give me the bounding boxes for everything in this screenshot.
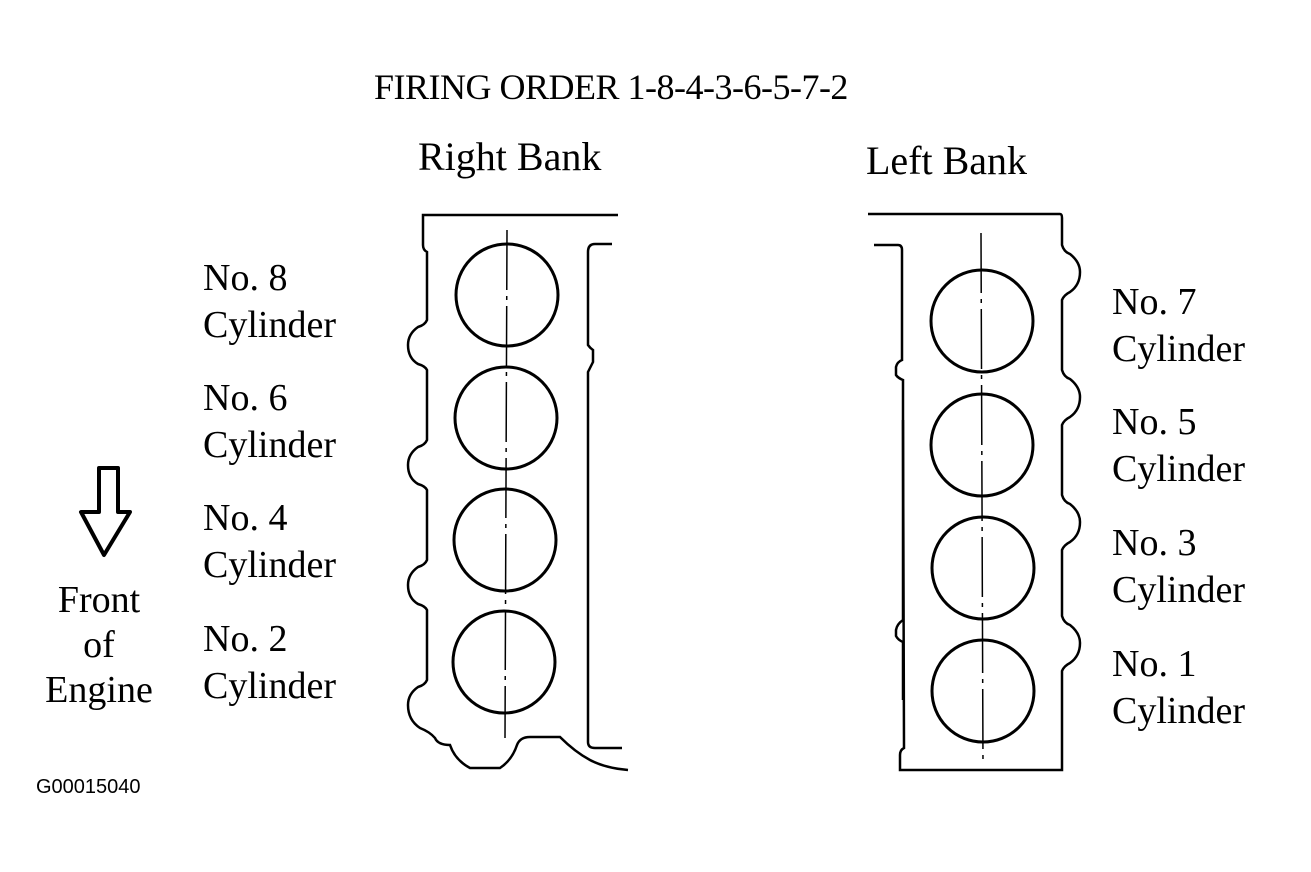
cylinder-number: No. 8: [203, 257, 288, 299]
cylinder-label-4: No. 4 Cylinder: [203, 495, 336, 589]
front-line-1: Front: [57, 579, 141, 621]
cylinder-number: No. 7: [1112, 281, 1197, 323]
cylinder-word: Cylinder: [203, 665, 336, 707]
cylinder-number: No. 2: [203, 618, 288, 660]
front-line-2: of: [83, 624, 115, 666]
down-arrow-icon: [79, 466, 132, 557]
right-bank-head: [406, 213, 629, 772]
cylinder-label-8: No. 8 Cylinder: [203, 255, 336, 349]
cylinder-number: No. 4: [203, 497, 288, 539]
cylinder-label-5: No. 5 Cylinder: [1112, 399, 1245, 493]
left-bank-centerline: [980, 232, 984, 766]
cylinder-label-2: No. 2 Cylinder: [203, 616, 336, 710]
cylinder-word: Cylinder: [1112, 328, 1245, 370]
cylinder-bore-7: [929, 268, 1035, 374]
cylinder-word: Cylinder: [203, 304, 336, 346]
cylinder-word: Cylinder: [1112, 690, 1245, 732]
front-of-engine-label: Front of Engine: [29, 578, 169, 713]
cylinder-label-7: No. 7 Cylinder: [1112, 279, 1245, 373]
firing-order-title: FIRING ORDER 1-8-4-3-6-5-7-2: [374, 67, 848, 107]
cylinder-label-3: No. 3 Cylinder: [1112, 520, 1245, 614]
cylinder-label-1: No. 1 Cylinder: [1112, 641, 1245, 735]
cylinder-word: Cylinder: [1112, 569, 1245, 611]
front-line-3: Engine: [45, 669, 153, 711]
cylinder-bore-2: [451, 609, 557, 715]
cylinder-word: Cylinder: [203, 424, 336, 466]
left-bank-head: [868, 212, 1082, 772]
figure-id: G00015040: [36, 776, 141, 798]
cylinder-number: No. 1: [1112, 643, 1197, 685]
right-bank-centerline: [504, 229, 508, 739]
right-bank-label: Right Bank: [418, 134, 602, 179]
cylinder-label-6: No. 6 Cylinder: [203, 375, 336, 469]
cylinder-number: No. 5: [1112, 401, 1197, 443]
cylinder-word: Cylinder: [1112, 448, 1245, 490]
cylinder-word: Cylinder: [203, 544, 336, 586]
cylinder-number: No. 3: [1112, 522, 1197, 564]
cylinder-number: No. 6: [203, 377, 288, 419]
left-bank-label: Left Bank: [866, 138, 1028, 183]
